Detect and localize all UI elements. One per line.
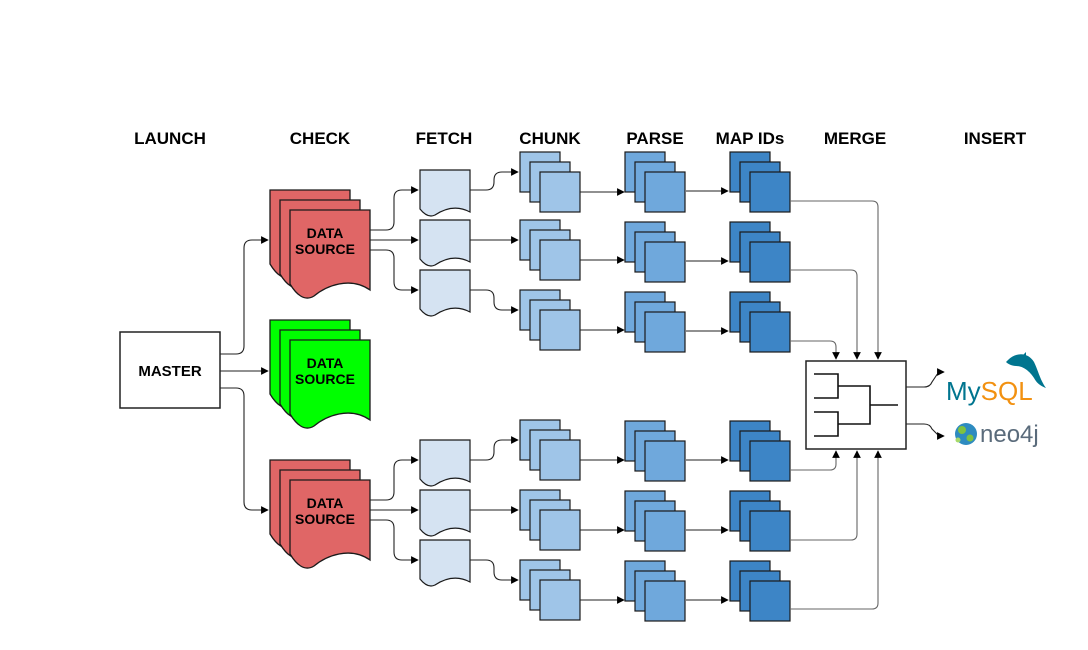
edge-map-to-merge: [790, 200, 882, 360]
parse-square: [644, 440, 686, 482]
pipeline-rows: [370, 151, 882, 622]
neo4j-globe-icon: [955, 423, 977, 445]
map-id-square: [749, 241, 791, 283]
chunk-square: [539, 509, 581, 551]
stage-label-chunk: CHUNK: [519, 129, 581, 148]
edge-fetch-to-chunk: [470, 559, 519, 584]
stage-label-fetch: FETCH: [416, 129, 473, 148]
stage-label-map-ids: MAP IDs: [716, 129, 785, 148]
edge-map-to-merge: [790, 450, 861, 541]
stage-label-merge: MERGE: [824, 129, 886, 148]
chunk-square: [539, 579, 581, 621]
edge-map-to-merge: [790, 340, 840, 360]
neo4j-logo: neo4j: [955, 421, 1039, 448]
chunk-square: [539, 239, 581, 281]
edge-fetch-to-chunk: [470, 436, 519, 461]
mysql-dolphin-icon: [1006, 352, 1046, 388]
chunk-square: [539, 439, 581, 481]
fetch-document: [419, 489, 471, 537]
pipeline-row: [370, 489, 791, 552]
edge-source-to-fetch: [370, 249, 419, 294]
master-edges: [220, 236, 269, 514]
fetch-document: [419, 219, 471, 267]
fetch-document: [419, 169, 471, 217]
edge-source-to-fetch: [370, 456, 419, 501]
map-id-square: [749, 171, 791, 213]
map-id-square: [749, 580, 791, 622]
data-source-label-line1: DATA: [307, 225, 344, 241]
map-to-merge-edges: [790, 200, 882, 610]
data-source-sheet: [289, 339, 371, 429]
master-node: MASTER: [119, 331, 221, 409]
edge-source-to-fetch: [370, 519, 419, 564]
data-source-label-line2: SOURCE: [295, 371, 355, 387]
edge-map-to-merge: [790, 450, 840, 471]
data-source-label-line1: DATA: [307, 355, 344, 371]
stage-label-parse: PARSE: [626, 129, 683, 148]
map-id-square: [749, 440, 791, 482]
merge-output-edges: [906, 368, 945, 440]
parse-square: [644, 311, 686, 353]
parse-square: [644, 241, 686, 283]
edge-merge-to-mysql: [906, 368, 945, 388]
fetch-document: [419, 439, 471, 487]
stage-label-launch: LAUNCH: [134, 129, 206, 148]
edge-map-to-merge: [790, 450, 882, 610]
pipeline-row: [370, 249, 791, 353]
data-source-sheet: [289, 479, 371, 569]
pipeline-row: [370, 219, 791, 283]
neo4j-wordmark: neo4j: [980, 421, 1039, 448]
chunk-square: [539, 309, 581, 351]
fetch-document: [419, 539, 471, 587]
edge-merge-to-neo4j: [906, 423, 945, 440]
map-id-square: [749, 510, 791, 552]
fetch-document: [419, 269, 471, 317]
edge-source-to-fetch: [370, 186, 419, 231]
data-source-label-line2: SOURCE: [295, 511, 355, 527]
stage-label-insert: INSERT: [964, 129, 1027, 148]
parse-square: [644, 580, 686, 622]
master-box: [119, 331, 221, 409]
pipeline-row: [370, 151, 791, 231]
stage-label-check: CHECK: [290, 129, 351, 148]
chunk-square: [539, 171, 581, 213]
stage-headers: LAUNCH CHECK FETCH CHUNK PARSE MAP IDs M…: [134, 129, 1027, 148]
master-label: MASTER: [138, 363, 202, 380]
parse-square: [644, 171, 686, 213]
pipeline-row: [370, 419, 791, 501]
merge-tree-icon: [814, 373, 898, 437]
mysql-logo: MySQL: [946, 352, 1046, 406]
parse-square: [644, 510, 686, 552]
data-source-label-line1: DATA: [307, 495, 344, 511]
map-id-square: [749, 311, 791, 353]
data-source-label-line2: SOURCE: [295, 241, 355, 257]
edge-fetch-to-chunk: [470, 289, 519, 314]
edge-master-to-source-3: [220, 387, 269, 514]
edge-master-to-source-1: [220, 236, 269, 355]
edge-map-to-merge: [790, 269, 861, 360]
mysql-wordmark: MySQL: [946, 376, 1033, 406]
edge-fetch-to-chunk: [470, 168, 519, 191]
pipeline-row: [370, 519, 791, 622]
data-source-sheet: [289, 209, 371, 299]
merge-node: [805, 360, 907, 450]
